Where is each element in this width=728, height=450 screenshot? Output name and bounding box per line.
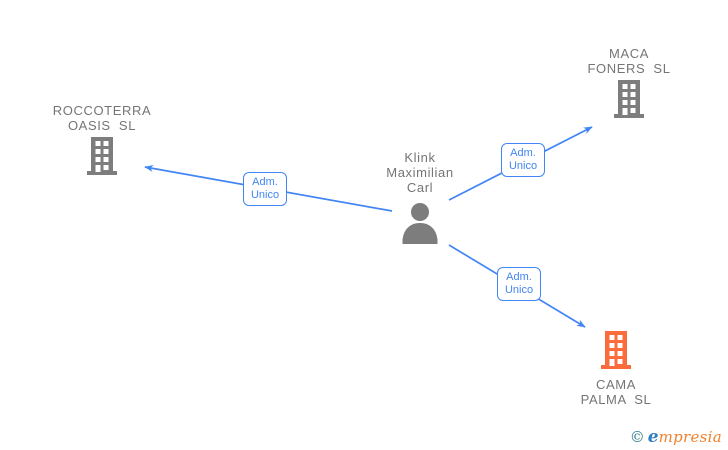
edge-label-text: Unico xyxy=(508,160,538,172)
edge-label-text: Adm. xyxy=(506,271,532,283)
company-name: CAMA PALMA SL xyxy=(580,377,652,407)
edge-label-adm-unico-roccoterra[interactable]: Adm. Unico xyxy=(243,172,287,206)
company-name: MACA FONERS SL xyxy=(587,46,671,76)
person-name: Klink Maximilian Carl xyxy=(386,150,454,195)
person-icon xyxy=(401,202,439,249)
brand-name-rest: mpresia xyxy=(658,428,722,446)
company-node-maca[interactable]: MACA FONERS SL xyxy=(547,46,711,123)
empresia-logo[interactable]: ©empresia xyxy=(630,427,722,447)
building-icon xyxy=(87,137,117,180)
brand-letter-e: e xyxy=(647,427,659,447)
copyright-icon: © xyxy=(629,428,645,446)
company-name: ROCCOTERRA OASIS SL xyxy=(52,103,152,133)
company-node-cama[interactable]: CAMA PALMA SL xyxy=(534,331,698,407)
edge-label-text: Adm. xyxy=(510,147,536,159)
edge-label-text: Unico xyxy=(504,284,534,296)
edge-label-text: Unico xyxy=(250,189,280,201)
company-node-roccoterra[interactable]: ROCCOTERRA OASIS SL xyxy=(20,103,184,180)
building-icon xyxy=(601,331,631,374)
edge-label-adm-unico-maca[interactable]: Adm. Unico xyxy=(501,143,545,177)
person-node-klink-maximilian-carl[interactable]: Klink Maximilian Carl xyxy=(350,150,490,249)
edge-label-adm-unico-cama[interactable]: Adm. Unico xyxy=(497,267,541,301)
edge-label-text: Adm. xyxy=(252,176,278,188)
building-icon xyxy=(614,80,644,123)
